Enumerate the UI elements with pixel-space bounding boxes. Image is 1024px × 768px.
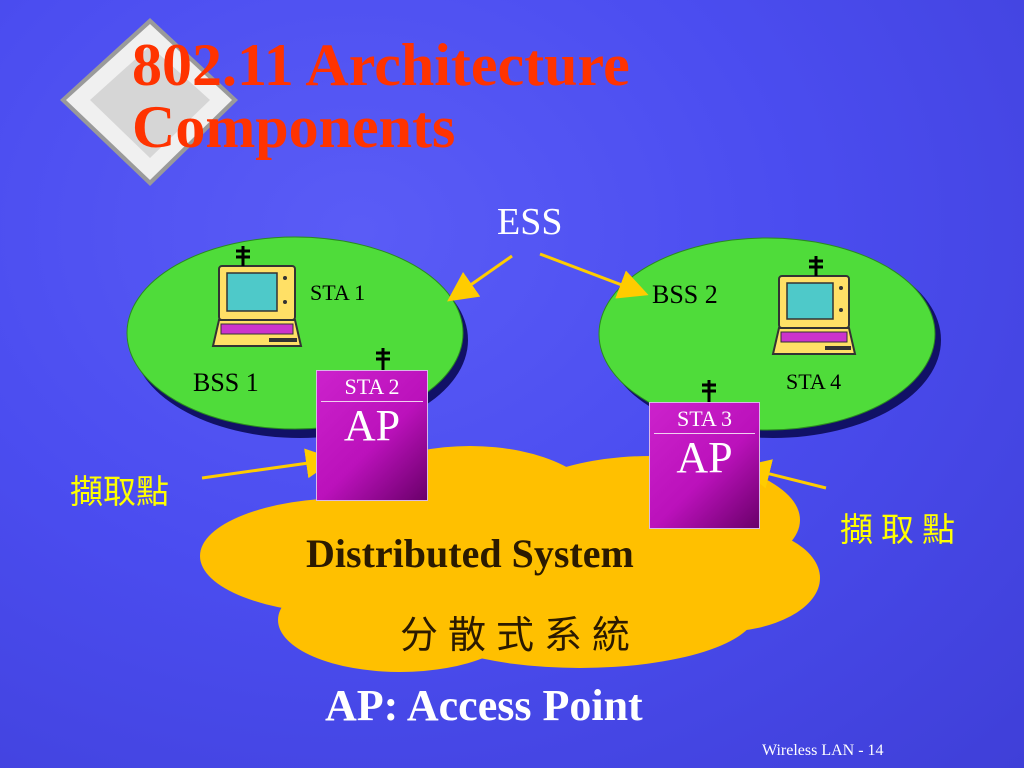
slide-footer: Wireless LAN - 14 (762, 742, 884, 759)
distribution-system-zh-label: 分散式系統 (400, 613, 641, 657)
ap1-label: AP (343, 401, 401, 450)
sta1-label: STA 1 (310, 280, 366, 305)
sta2-label: STA 2 (344, 374, 400, 399)
slide-title: 802.11 Architecture Components (132, 34, 630, 158)
ap2-label: AP (676, 433, 733, 482)
bss2-label: BSS 2 (652, 280, 718, 309)
ap-legend: AP: Access Point (325, 681, 643, 730)
access-point-2: STA 3 AP (649, 402, 760, 529)
antenna-icon (702, 380, 716, 402)
bss2-area (598, 237, 941, 438)
antenna-icon (236, 246, 250, 266)
arrow-ess-to-bss1 (447, 254, 513, 302)
diamond-bullet-icon (60, 18, 238, 186)
laptop-icon (211, 265, 303, 347)
laptop-icon (771, 275, 857, 355)
sta4-label: STA 4 (786, 369, 842, 394)
access-point-zh-label-right: 擷取點 (840, 510, 963, 549)
antenna-icon (376, 348, 390, 370)
distribution-system-label: Distributed System (306, 531, 634, 576)
arrow-ess-to-bss2 (539, 252, 649, 299)
access-point-1: STA 2 AP (316, 370, 428, 501)
sta3-label: STA 3 (676, 406, 733, 431)
bss1-label: BSS 1 (193, 368, 259, 397)
access-point-zh-label-left: 擷取點 (70, 472, 169, 511)
antenna-icon (809, 256, 823, 276)
slide-title-line1: 802.11 Architecture (132, 32, 630, 98)
ap-divider (654, 433, 755, 434)
ess-label: ESS (497, 201, 563, 243)
ap-divider (321, 401, 423, 402)
arrow-label-to-ap1 (201, 448, 336, 480)
slide-title-line2: Components (132, 94, 456, 160)
